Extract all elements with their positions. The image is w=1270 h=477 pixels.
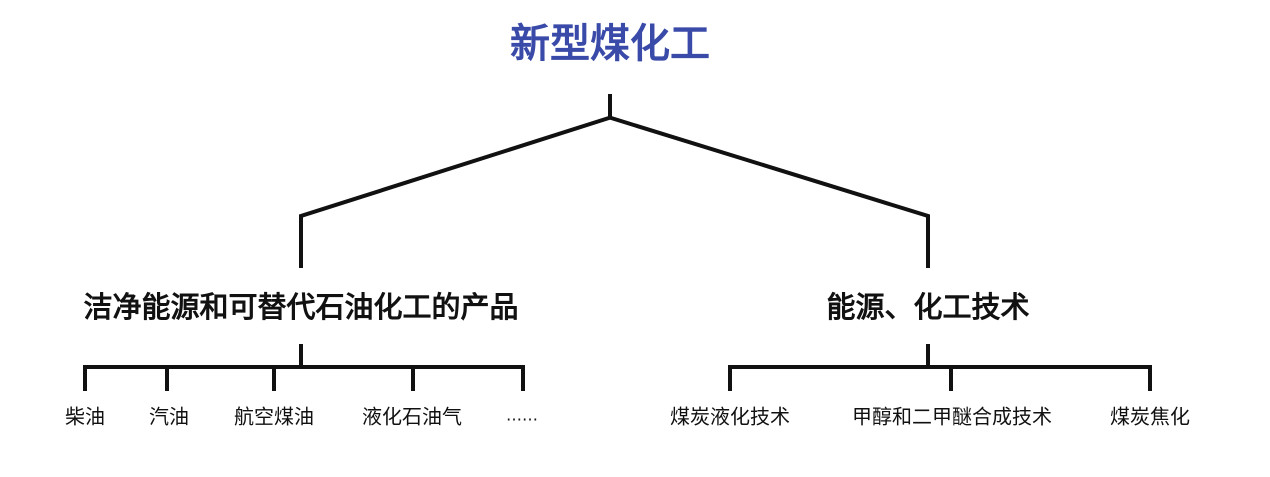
branch-label-technologies: 能源、化工技术	[826, 290, 1030, 324]
leaf-node: 液化石油气	[362, 404, 462, 429]
root-branch-right	[607, 115, 930, 268]
root-branch-left	[299, 115, 613, 268]
leaf-node: 煤炭焦化	[1110, 404, 1190, 429]
leaf-node: 煤炭液化技术	[670, 404, 790, 429]
branch-label-products: 洁净能源和可替代石油化工的产品	[83, 290, 519, 324]
leaf-node: 柴油	[65, 404, 105, 429]
leaf-node-ellipsis: ……	[506, 405, 538, 425]
diagram-title: 新型煤化工	[510, 21, 710, 67]
leaf-node: 汽油	[149, 404, 189, 429]
leaf-node: 甲醇和二甲醚合成技术	[852, 404, 1052, 429]
leaf-node: 航空煤油	[234, 404, 314, 429]
